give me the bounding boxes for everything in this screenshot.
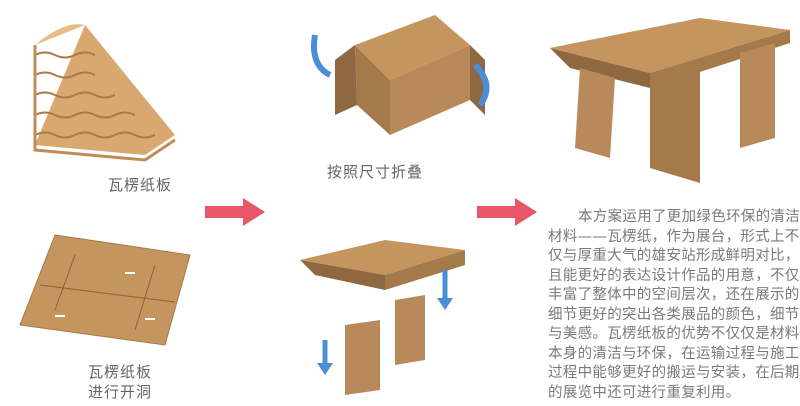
folded-board-image (311, 15, 490, 135)
description-line: 丰富了整体中的空间层次，还在展示的 (548, 287, 800, 303)
description-line: 的展览中还可进行重复利用。 (548, 384, 741, 401)
step-label-fold: 按照尺寸折叠 (326, 163, 423, 181)
step-label-cut-line1: 瓦楞纸板 (87, 363, 152, 381)
description-line: 与美感。瓦楞纸板的优势不仅仅是材料 (548, 326, 800, 342)
description-text: 本方案运用了更加绿色环保的清洁 材料——瓦楞纸，作为展台，形式上不 仅与厚重大气… (548, 208, 800, 403)
description-line: 细节更好的突出各类展品的颜色，细节 (548, 306, 800, 323)
next-step-arrow-2 (477, 198, 537, 226)
corrugated-board-stack-image (33, 24, 176, 162)
step-label-cut: 瓦楞纸板 进行开洞 (75, 362, 165, 402)
description-line: 本身的清洁与环保，在运输过程与施工 (548, 345, 800, 362)
cut-board-image (19, 234, 191, 346)
step-label-cut-line2: 进行开洞 (87, 383, 152, 401)
assembly-image (300, 240, 465, 395)
description-line: 材料——瓦楞纸，作为展台，形式上不 (548, 228, 800, 245)
description-line: 过程中能够更好的搬运与安装，在后期 (548, 365, 800, 381)
finished-display-table-image (550, 18, 790, 183)
description-line: 且能更好的表达设计作品的用意，不仅 (548, 267, 800, 284)
description-line: 本方案运用了更加绿色环保的清洁 (578, 209, 800, 225)
step-label-corrugated: 瓦楞纸板 (107, 176, 172, 194)
description-line: 仅与厚重大气的雄安站形成鲜明对比， (548, 248, 800, 264)
next-step-arrow-1 (205, 198, 265, 226)
